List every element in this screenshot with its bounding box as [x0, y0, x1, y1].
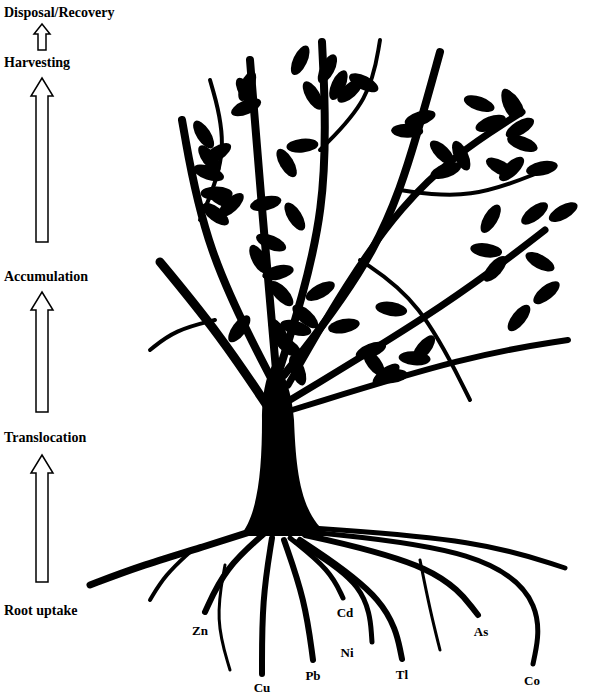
root-shape [296, 542, 372, 642]
leaf-shape [518, 198, 552, 229]
stage-label: Root uptake [4, 603, 78, 618]
leaf-shape [200, 186, 232, 201]
leaf-shape [303, 277, 338, 304]
element-label: Pb [304, 669, 321, 683]
leaf-shape [285, 353, 309, 388]
leaf-shape [224, 312, 254, 346]
branch-shape [288, 112, 522, 385]
process-arrow [31, 292, 53, 412]
branch-shape [360, 260, 470, 400]
root-shape [284, 540, 313, 660]
leaf-shape [265, 277, 297, 310]
leaf-shape [469, 241, 503, 260]
leaf-shape [504, 301, 535, 335]
leaf-shape [479, 252, 511, 285]
leaf-shape [391, 123, 423, 138]
branch-shape [150, 320, 215, 350]
branch-shape [400, 170, 545, 195]
element-label: Cu [253, 681, 272, 695]
root-shape [205, 532, 266, 612]
leaf-shape [327, 316, 361, 336]
leaf-shape [200, 139, 234, 168]
leaf-shape [530, 277, 564, 308]
leaf-shape [477, 201, 505, 236]
leaf-shape [299, 78, 327, 113]
leaf-shape [473, 111, 508, 135]
leaf-shape [261, 262, 295, 283]
leaf-shape [525, 158, 559, 178]
leaf-shape [495, 153, 528, 185]
stage-label: Disposal/Recovery [4, 5, 114, 20]
root-shape [312, 528, 565, 568]
stage-label: Accumulation [4, 269, 88, 284]
leaf-shape [546, 198, 581, 226]
root-shape [420, 560, 440, 650]
leaf-shape [462, 92, 497, 116]
process-arrow [34, 24, 50, 50]
leaf-shape [280, 199, 309, 234]
element-label: Ni [340, 646, 355, 660]
leaf-shape [523, 248, 558, 275]
element-label: Cd [336, 606, 355, 620]
stage-label: Harvesting [4, 55, 70, 70]
leaf-shape [408, 332, 439, 366]
leaf-shape [287, 43, 313, 78]
leaf-shape [334, 75, 367, 107]
process-arrow [31, 455, 53, 582]
leaf-shape [498, 86, 528, 120]
element-label: Co [523, 674, 541, 688]
leaf-shape [254, 230, 289, 255]
process-arrow [31, 78, 53, 242]
leaf-shape [374, 300, 408, 319]
root-shape [150, 552, 190, 600]
leaf-shape [359, 346, 389, 380]
leaf-shape [286, 137, 319, 154]
leaf-shape [289, 301, 322, 333]
root-shape [262, 538, 272, 674]
leaf-shape [232, 75, 261, 110]
leaf-shape [448, 138, 474, 173]
element-label: Tl [395, 668, 409, 682]
element-label: Zn [191, 624, 209, 638]
stage-label: Translocation [4, 430, 86, 445]
element-label: As [473, 625, 489, 639]
leaf-shape [249, 193, 283, 214]
root-shape [305, 535, 478, 615]
root-shape [219, 565, 230, 670]
leaf-shape [272, 146, 300, 181]
leaf-shape [199, 199, 233, 230]
leaf-shape [503, 114, 538, 143]
